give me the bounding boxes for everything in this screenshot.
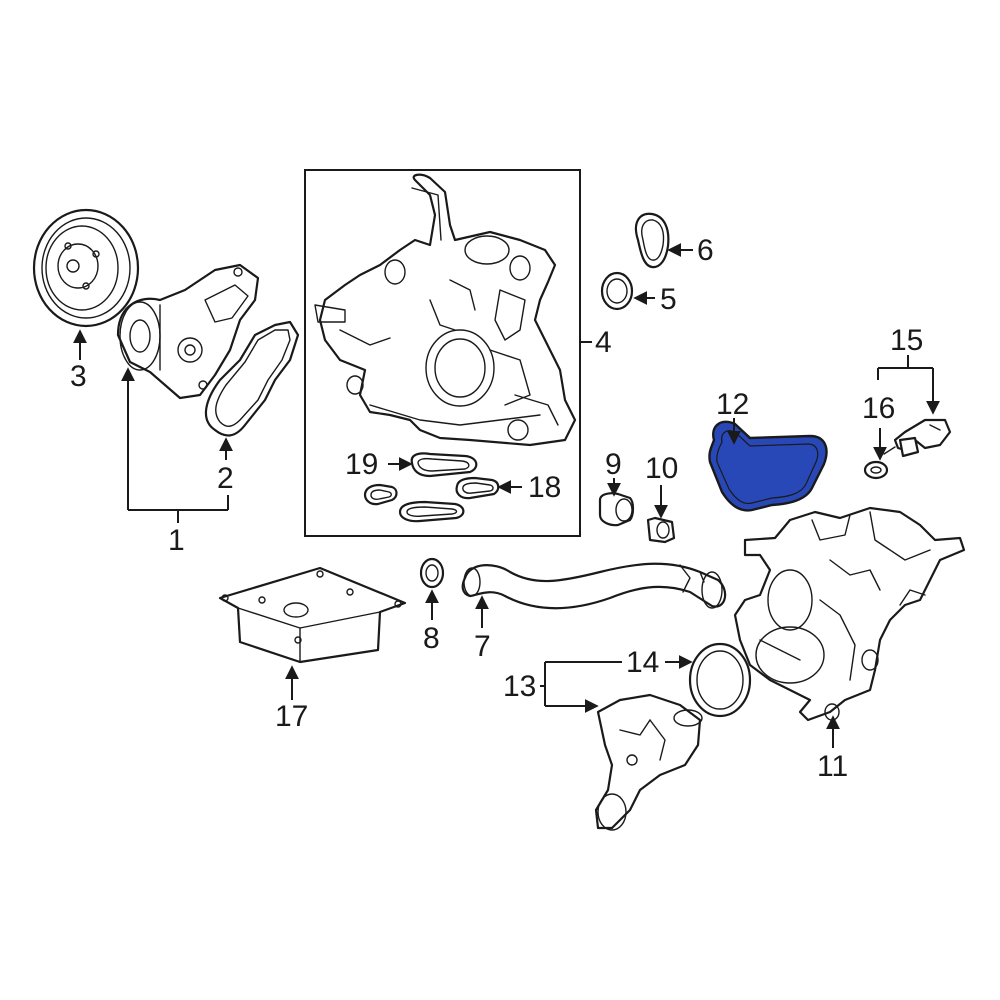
callout-12: 12 [716,388,749,421]
callout-15: 15 [890,324,923,357]
part-4-group-frame [304,169,581,537]
thermostat-housing-part-11[interactable] [733,506,966,722]
callout-13: 13 [503,670,536,703]
callout-17: 17 [275,700,308,733]
thermostat-part-13[interactable] [594,693,703,831]
hose-part-7[interactable] [461,562,727,610]
sensor-part-15[interactable] [883,418,952,458]
highlighted-gasket-part-12[interactable] [708,420,828,512]
callout-6: 6 [697,234,714,267]
oring-part-5[interactable] [600,271,634,311]
callout-10: 10 [645,452,678,485]
oring-part-6[interactable] [634,212,670,269]
callout-11: 11 [817,750,848,783]
callout-19: 19 [345,448,378,481]
callout-8: 8 [423,622,440,655]
callout-16: 16 [862,392,895,425]
leader-lines [73,243,933,748]
callout-18: 18 [528,471,561,504]
callout-3: 3 [70,360,87,393]
bolt-part-10[interactable] [646,516,676,544]
gasket-part-19[interactable] [410,452,478,478]
seal-part-8[interactable] [419,557,445,589]
ring-seal-part-14[interactable] [688,642,752,718]
callout-2: 2 [217,462,234,495]
pump-gasket-part-2[interactable] [204,320,300,437]
pulley-part-3[interactable] [32,208,140,328]
plate-part-17[interactable] [218,566,407,664]
callout-1: 1 [168,524,185,557]
callout-4: 4 [595,326,612,359]
callout-5: 5 [660,283,677,316]
washer-part-16[interactable] [863,460,889,480]
gasket-left[interactable] [363,483,398,506]
callout-9: 9 [605,448,622,481]
gasket-bottom[interactable] [398,500,465,523]
callout-labels: 1 2 3 4 5 6 7 8 9 10 11 12 13 14 15 16 1… [70,234,923,783]
housing-cover-part-4[interactable] [314,173,577,447]
callout-7: 7 [474,630,491,663]
bushing-part-9[interactable] [598,492,635,527]
callout-14: 14 [626,646,659,679]
gasket-part-18[interactable] [455,476,500,500]
